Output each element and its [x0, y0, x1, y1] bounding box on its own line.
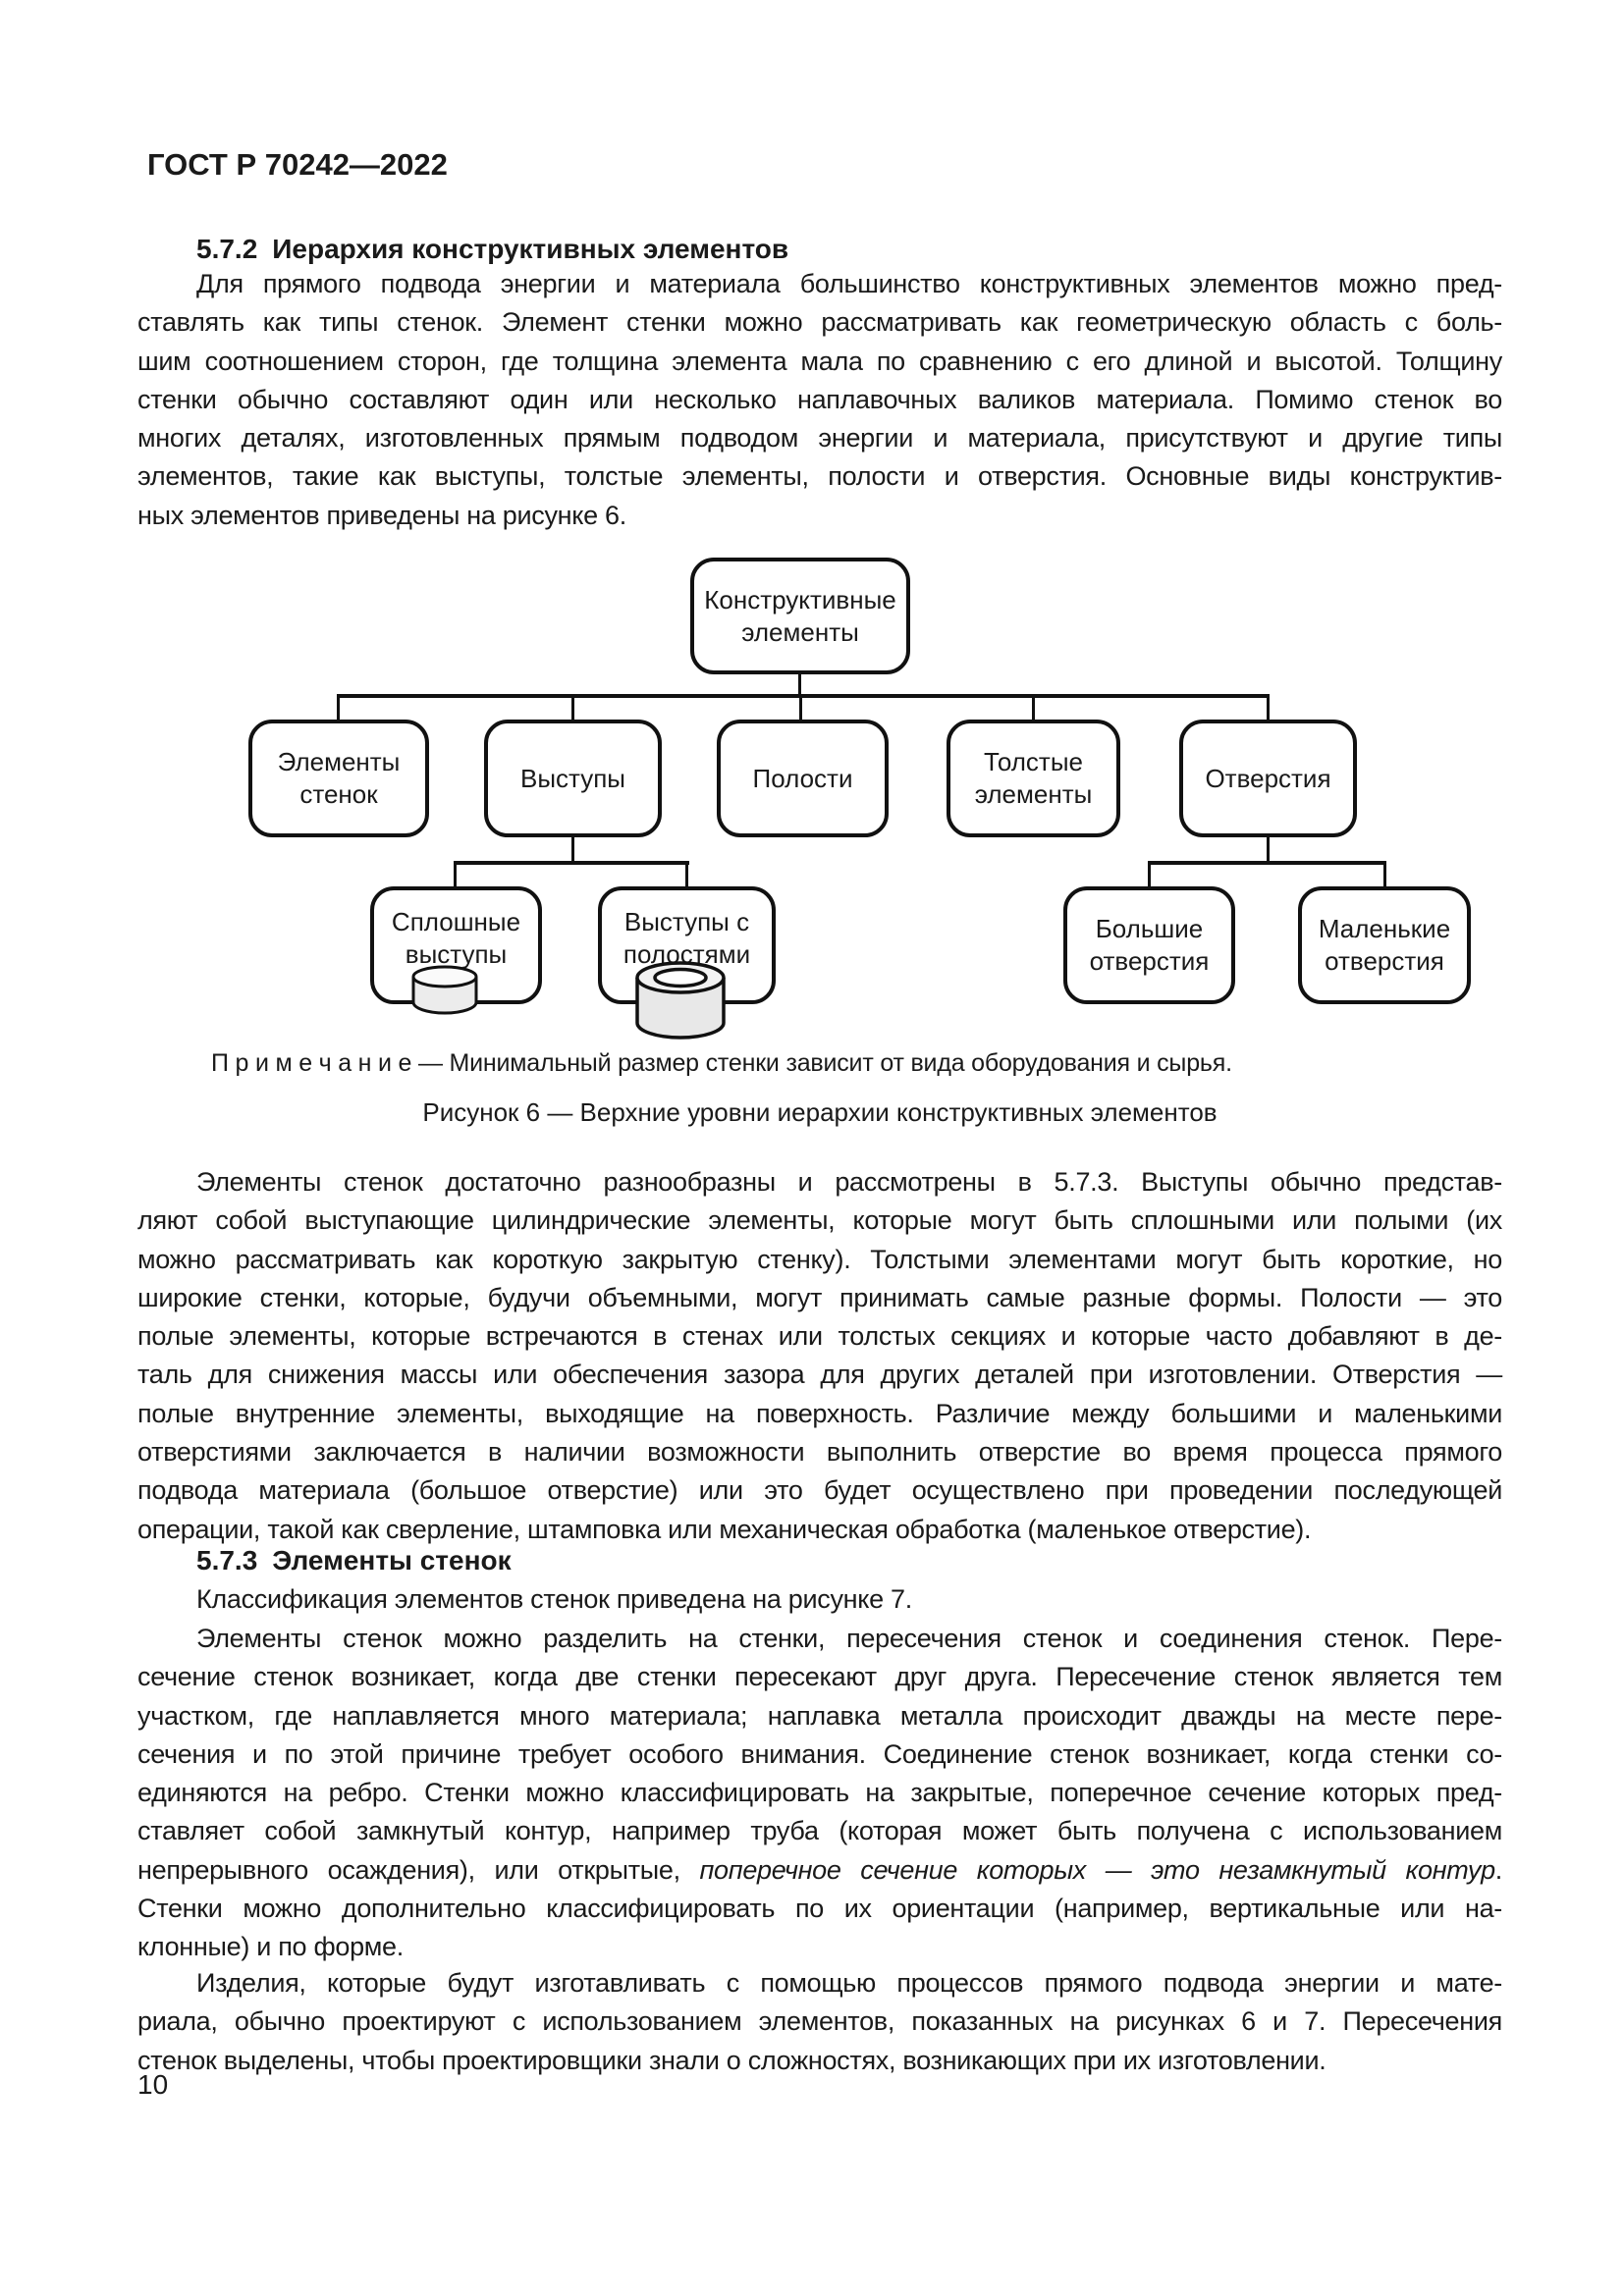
text-line: многих деталях, изготовленных прямым под…	[137, 423, 1502, 454]
text-line: можно рассматривать как короткую закрыту…	[137, 1244, 1502, 1274]
text-line: участком, где наплавляется много материа…	[137, 1700, 1502, 1731]
figure-node-wall-elements: Элементы стенок	[248, 720, 429, 837]
text-segment: .	[1494, 1854, 1503, 1885]
text-line: сечение стенок возникает, когда две стен…	[137, 1662, 1502, 1692]
connector-line	[1148, 861, 1151, 886]
section-heading-5-7-2: 5.7.2 Иерархия конструктивных элементов	[137, 230, 1502, 268]
paragraph-2: Элементы стенок достаточно разнообразны …	[137, 1163, 1502, 1549]
text-line: полые элементы, которые встречаются в ст…	[137, 1321, 1502, 1352]
connector-line	[798, 674, 801, 696]
text-line: сечения и по этой причине требует особог…	[137, 1738, 1502, 1769]
text-line: Стенки можно дополнительно классифициров…	[137, 1894, 1502, 1924]
text-line: стенок выделены, чтобы проектировщики зн…	[137, 2045, 1326, 2075]
connector-line	[1267, 694, 1270, 721]
connector-line	[454, 861, 689, 865]
paragraph-1: Для прямого подвода энергии и материала …	[137, 265, 1502, 535]
connector-line	[571, 837, 574, 864]
connector-line	[1032, 694, 1035, 721]
text-line: единяются на ребро. Стенки можно классиф…	[137, 1778, 1502, 1808]
text-line: ставлять как типы стенок. Элемент стенки…	[137, 307, 1502, 338]
text-line: полые внутренние элементы, выходящие на …	[137, 1398, 1502, 1428]
paragraph-4: Элементы стенок можно разделить на стенк…	[137, 1620, 1502, 1967]
text-line: ставляет собой замкнутый контур, наприме…	[137, 1816, 1502, 1846]
figure-node-large-holes: Большие отверстия	[1063, 886, 1235, 1004]
section-heading-5-7-3: 5.7.3 Элементы стенок	[137, 1541, 1502, 1579]
text-line: подвода материала (большое отверстие) ил…	[137, 1475, 1502, 1506]
figure-node-thick-elements: Толстые элементы	[947, 720, 1120, 837]
figure-note: П р и м е ч а н и е — Минимальный размер…	[211, 1049, 1232, 1077]
page-number: 10	[137, 2069, 169, 2100]
figure-node-cavities: Полости	[717, 720, 889, 837]
connector-line	[339, 694, 1270, 698]
solid-cylinder-icon	[411, 965, 478, 1015]
figure-caption: Рисунок 6 — Верхние уровни иерархии конс…	[422, 1097, 1218, 1127]
italic-text-segment: поперечное сечение которых — это незамкн…	[699, 1854, 1495, 1885]
text-line: элементов, такие как выступы, толстые эл…	[137, 461, 1502, 492]
doc-number-header: ГОСТ Р 70242—2022	[147, 147, 448, 182]
text-line: шим соотношением сторон, где толщина эле…	[137, 346, 1502, 376]
connector-line	[337, 694, 340, 721]
section-title: Элементы стенок	[272, 1545, 512, 1575]
figure-node-constructive-elements: Конструктивные элементы	[690, 558, 910, 674]
figure-6-diagram: Конструктивные элементы Элементы стенок …	[0, 545, 1624, 1047]
connector-line	[454, 861, 457, 886]
text-line: операции, такой как сверление, штамповка…	[137, 1514, 1312, 1544]
connector-line	[685, 861, 688, 886]
section-title: Иерархия конструктивных элементов	[272, 234, 789, 264]
figure-node-protrusions: Выступы	[484, 720, 662, 837]
text-line: Изделия, которые будут изготавливать с п…	[196, 1968, 1502, 1998]
text-line: широкие стенки, которые, будучи объемным…	[137, 1282, 1502, 1312]
connector-line	[1148, 861, 1386, 865]
text-line: Классификация элементов стенок приведена…	[196, 1584, 912, 1614]
text-line: отверстиями заключается в наличии возмож…	[137, 1437, 1502, 1468]
text-line: клонные) и по форме.	[137, 1932, 404, 1962]
text-line: риала, обычно проектируют с использовани…	[137, 2006, 1502, 2037]
section-number: 5.7.3	[196, 1545, 258, 1575]
text-line: стенки обычно составляют один или нескол…	[137, 384, 1502, 414]
connector-line	[799, 694, 802, 721]
connector-line	[571, 694, 574, 721]
text-line: таль для снижения массы или обеспечения …	[137, 1360, 1502, 1390]
figure-node-holes: Отверстия	[1179, 720, 1357, 837]
text-line: Для прямого подвода энергии и материала …	[196, 269, 1502, 298]
connector-line	[1267, 837, 1270, 864]
text-line: Элементы стенок достаточно разнообразны …	[196, 1167, 1502, 1197]
connector-line	[1383, 861, 1386, 886]
section-number: 5.7.2	[196, 234, 258, 264]
text-line: непрерывного осаждения), или открытые, п…	[137, 1851, 1502, 1890]
figure-node-small-holes: Маленькие отверстия	[1298, 886, 1471, 1004]
paragraph-5: Изделия, которые будут изготавливать с п…	[137, 1964, 1502, 2080]
text-line: ных элементов приведены на рисунке 6.	[137, 500, 626, 530]
text-segment: непрерывного осаждения), или открытые,	[137, 1854, 700, 1885]
paragraph-3: Классификация элементов стенок приведена…	[137, 1580, 1502, 1619]
text-line: ляют собой выступающие цилиндрические эл…	[137, 1205, 1502, 1236]
text-line: Элементы стенок можно разделить на стенк…	[196, 1624, 1502, 1653]
hollow-cylinder-icon	[635, 961, 726, 1040]
